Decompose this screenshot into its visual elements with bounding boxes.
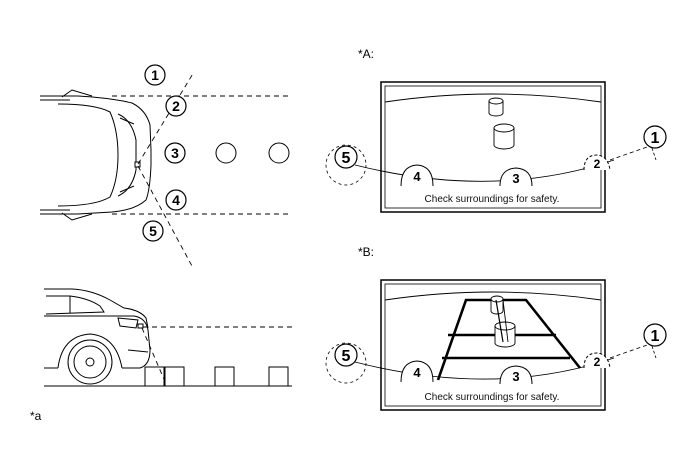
target-circle: [215, 142, 237, 164]
screen-b-caption: Check surroundings for safety.: [425, 392, 560, 403]
screen-b: 4 3 2 Check surroundings for safety.: [354, 279, 615, 411]
target-circle: [268, 142, 290, 164]
screen-b-callout-4: 4: [413, 365, 421, 380]
screen-a-callout-4: 4: [413, 169, 421, 184]
callout-1: 1: [151, 67, 159, 83]
vehicle-top-view: [40, 89, 152, 221]
panel-a-callout-5: 5: [342, 150, 351, 167]
screen-b-callout-3: 3: [512, 369, 519, 384]
side-view-guide-lines: [141, 326, 292, 385]
top-view-targets: [215, 142, 290, 164]
callout-5: 5: [149, 223, 157, 239]
top-view-guide-lines: [112, 71, 288, 267]
screen-b-callout-2: 2: [594, 355, 601, 369]
top-view-callouts: 1 2 3 4 5: [142, 64, 187, 242]
side-view-targets: [144, 366, 289, 387]
cylinder-far: [488, 97, 504, 117]
panel-b-label: *B:: [358, 245, 374, 259]
panel-a-callout-1: 1: [651, 130, 660, 147]
panel-b-outside-callouts: 1 5: [325, 323, 667, 384]
vehicle-side-view: [44, 288, 292, 387]
panel-a-label: *A:: [358, 47, 374, 61]
callout-4: 4: [172, 192, 180, 208]
footnote-label: *a: [30, 409, 42, 423]
screen-a-caption: Check surroundings for safety.: [425, 194, 560, 205]
panel-b-callout-1: 1: [651, 328, 660, 345]
panel-b-callout-5: 5: [342, 348, 351, 365]
cylinder-near-b: [494, 321, 516, 348]
cylinder-near: [493, 123, 515, 150]
screen-a: 4 3 2 Check surroundings for safety.: [354, 81, 615, 213]
screen-a-callout-3: 3: [512, 171, 519, 186]
panel-a-outside-callouts: 1 5: [325, 125, 667, 186]
screen-a-callout-2: 2: [594, 157, 601, 171]
callout-3: 3: [171, 145, 179, 161]
callout-2: 2: [172, 98, 180, 114]
